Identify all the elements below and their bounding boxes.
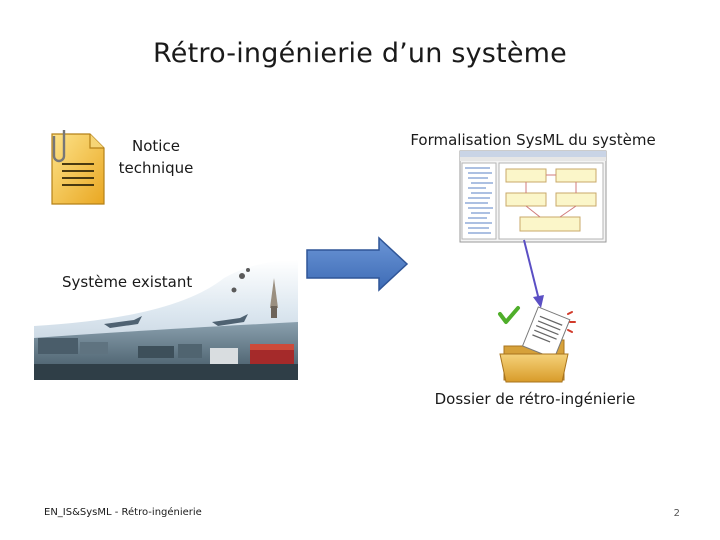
dossier-label: Dossier de rétro-ingénierie: [434, 390, 636, 408]
notice-label-line2: technique: [118, 159, 194, 177]
transport-collage: [34, 260, 298, 380]
sysml-screenshot: [459, 150, 607, 243]
formalisation-label: Formalisation SysML du système: [410, 131, 656, 149]
systeme-existant-label: Système existant: [62, 273, 193, 291]
slide-title: Rétro-ingénierie d’un système: [153, 38, 567, 69]
notice-label-line1: Notice: [132, 137, 180, 155]
notice-technique-label: Notice technique: [106, 135, 206, 179]
down-arrow-connector: [523, 239, 544, 308]
folder-check-icon: [498, 306, 576, 383]
right-arrow: [306, 236, 409, 292]
document-paperclip-icon: [51, 130, 105, 205]
page-number: 2: [673, 508, 680, 519]
footer-text: EN_IS&SysML - Rétro-ingénierie: [44, 507, 202, 518]
